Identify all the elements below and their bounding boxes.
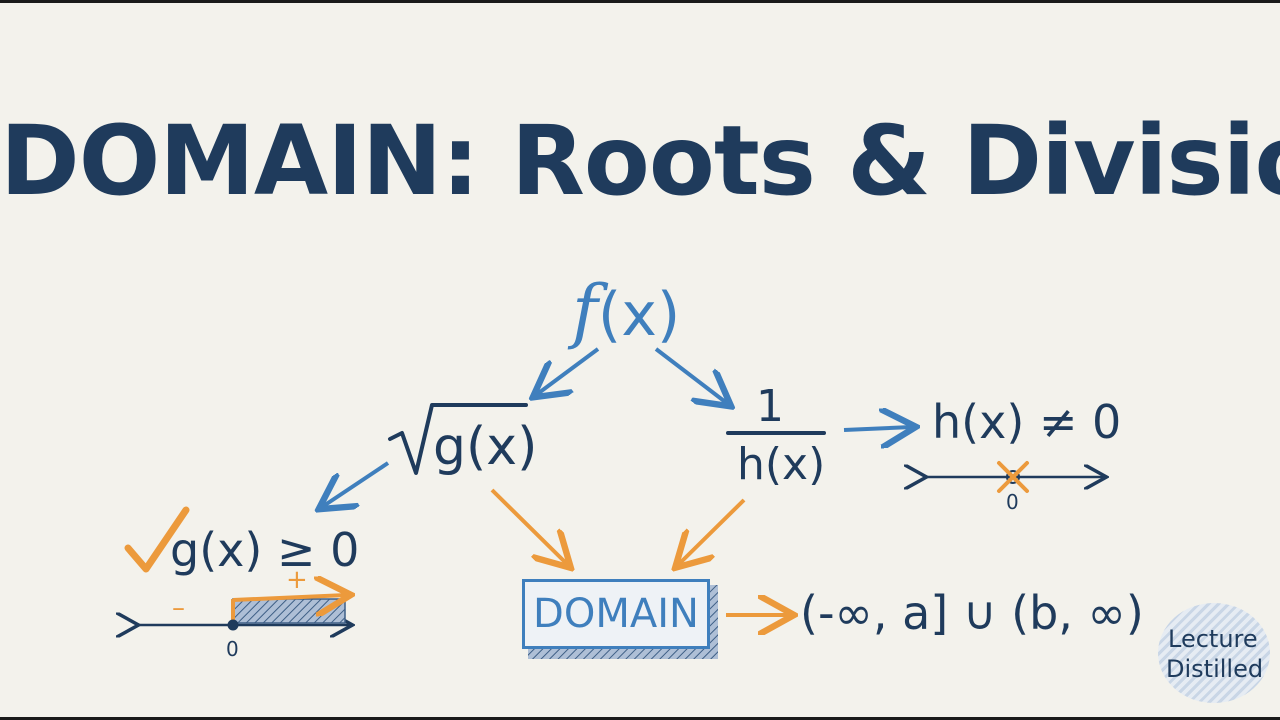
- logo-badge: [1158, 603, 1270, 703]
- arrow-sqrt-to-condition: [322, 461, 390, 507]
- cross-out-icon: [997, 461, 1029, 493]
- domain-box-shadow-side: [708, 585, 718, 659]
- function-node: f(x): [572, 276, 680, 346]
- zero-label-left: 0: [226, 637, 239, 661]
- sqrt-symbol: [388, 403, 528, 475]
- zero-point-left: [227, 619, 239, 631]
- arrow-fraction-to-condition: [843, 427, 912, 430]
- fraction-denominator: h(x): [737, 439, 826, 490]
- logo-text-line2: Distilled: [1166, 655, 1264, 683]
- logo-text-line1: Lecture: [1168, 625, 1258, 653]
- shaded-region: [232, 598, 346, 624]
- diagram-canvas: DOMAIN: Roots & Division f(x): [0, 3, 1280, 717]
- zero-label-right: 0: [1006, 490, 1019, 514]
- page-title: DOMAIN: Roots & Division: [0, 105, 1280, 217]
- check-icon: [124, 506, 190, 573]
- domain-box: DOMAIN: [522, 579, 710, 649]
- diagram-drawing: [0, 347, 1280, 659]
- excluded-zero-point: [1006, 470, 1020, 484]
- positive-direction-arrow: [232, 595, 347, 600]
- sqrt-radicand: g(x): [433, 417, 538, 477]
- domain-box-shadow: [528, 647, 718, 659]
- arrow-f-to-sqrt: [536, 347, 600, 395]
- function-symbol: f: [572, 270, 598, 352]
- nonzero-condition: h(x) ≠ 0: [932, 395, 1122, 449]
- result-interval: (-∞, a] ∪ (b, ∞): [800, 586, 1144, 640]
- arrow-f-to-fraction: [654, 347, 728, 404]
- negative-sign: –: [172, 593, 185, 623]
- arrow-fraction-to-domain: [678, 498, 746, 565]
- positive-sign: +: [286, 565, 308, 595]
- arrow-sqrt-to-domain: [490, 488, 568, 565]
- domain-box-label: DOMAIN: [533, 591, 699, 637]
- fraction-numerator: 1: [756, 381, 784, 432]
- function-args: (x): [597, 280, 681, 350]
- nonnegative-condition: g(x) ≥ 0: [170, 523, 360, 577]
